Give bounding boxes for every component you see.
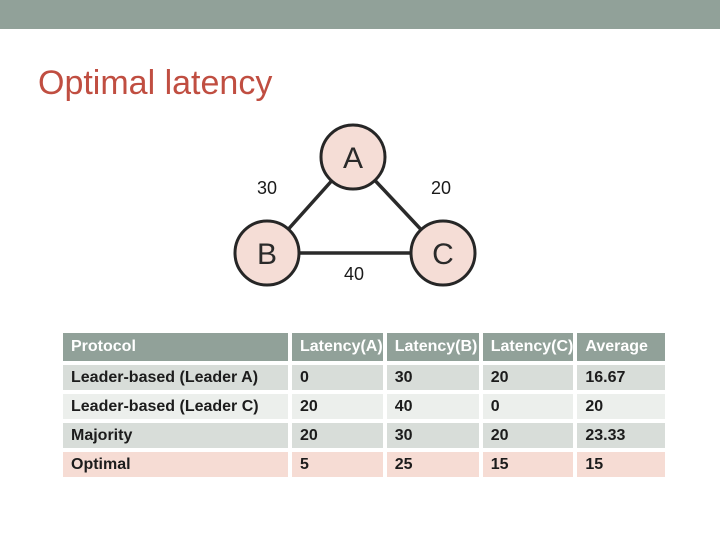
column-header-average: Average bbox=[577, 333, 666, 361]
protocol-cell: Optimal bbox=[63, 452, 288, 477]
latency-table: Protocol Latency(A) Latency(B) Latency(C… bbox=[59, 329, 669, 481]
latency-c-cell: 20 bbox=[482, 365, 574, 390]
edge-weight-b-c: 40 bbox=[344, 264, 364, 284]
average-cell: 16.67 bbox=[577, 365, 666, 390]
edge-weight-a-b: 30 bbox=[257, 178, 277, 198]
latency-c-cell: 20 bbox=[482, 423, 574, 448]
average-cell: 15 bbox=[577, 452, 666, 477]
latency-b-cell: 40 bbox=[386, 394, 479, 419]
table-row-majority: Majority 20 30 20 23.33 bbox=[63, 423, 666, 448]
node-b-circle bbox=[233, 219, 301, 287]
latency-a-cell: 20 bbox=[292, 423, 383, 448]
column-header-protocol: Protocol bbox=[63, 333, 288, 361]
latency-a-cell: 0 bbox=[292, 365, 383, 390]
column-header-latency-c: Latency(C) bbox=[482, 333, 574, 361]
protocol-cell: Leader-based (Leader C) bbox=[63, 394, 288, 419]
edge-weight-a-c: 20 bbox=[431, 178, 451, 198]
slide-title: Optimal latency bbox=[38, 64, 273, 102]
table-row-optimal: Optimal 5 25 15 15 bbox=[63, 452, 666, 477]
node-a-circle bbox=[319, 123, 387, 191]
node-b-label: B bbox=[257, 238, 277, 271]
latency-c-cell: 0 bbox=[482, 394, 574, 419]
table-row-leader-c: Leader-based (Leader C) 20 40 0 20 bbox=[63, 394, 666, 419]
average-cell: 23.33 bbox=[577, 423, 666, 448]
node-c-label: C bbox=[432, 238, 454, 271]
slide-accent-bar bbox=[0, 0, 720, 29]
latency-b-cell: 25 bbox=[386, 452, 479, 477]
table-row-leader-a: Leader-based (Leader A) 0 30 20 16.67 bbox=[63, 365, 666, 390]
latency-c-cell: 15 bbox=[482, 452, 574, 477]
latency-b-cell: 30 bbox=[386, 423, 479, 448]
latency-triangle-diagram: 30 20 40 A B C bbox=[233, 123, 477, 287]
table-header-row: Protocol Latency(A) Latency(B) Latency(C… bbox=[63, 333, 666, 361]
latency-a-cell: 20 bbox=[292, 394, 383, 419]
average-cell: 20 bbox=[577, 394, 666, 419]
latency-a-cell: 5 bbox=[292, 452, 383, 477]
protocol-cell: Leader-based (Leader A) bbox=[63, 365, 288, 390]
node-a-label: A bbox=[343, 142, 363, 175]
node-c-circle bbox=[409, 219, 477, 287]
protocol-cell: Majority bbox=[63, 423, 288, 448]
column-header-latency-b: Latency(B) bbox=[386, 333, 479, 361]
latency-b-cell: 30 bbox=[386, 365, 479, 390]
column-header-latency-a: Latency(A) bbox=[292, 333, 383, 361]
